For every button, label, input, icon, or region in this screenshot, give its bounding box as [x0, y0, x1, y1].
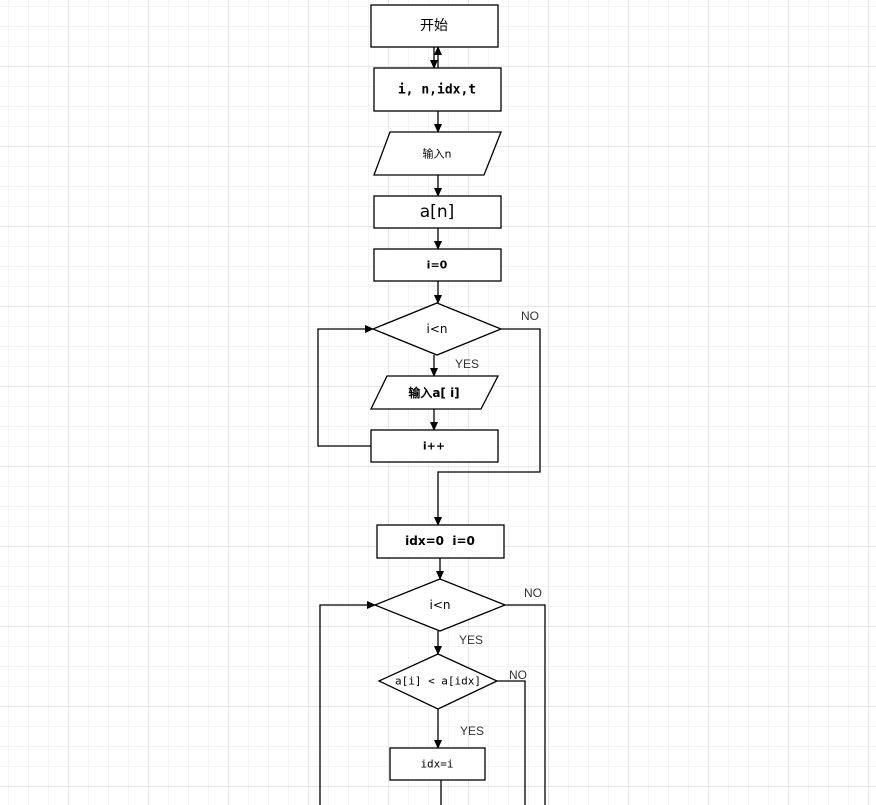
node-input-ai[interactable]: 输入a[ i] — [369, 375, 500, 410]
node-input-n-label: 输入n — [423, 147, 452, 161]
node-init2[interactable]: idx=0 i=0 — [376, 524, 505, 559]
node-cond3-label: a[i] < a[idx] — [395, 675, 481, 688]
edges — [317, 46, 546, 805]
node-init-i[interactable]: i=0 — [373, 248, 502, 282]
node-cond3[interactable]: a[i] < a[idx] — [377, 653, 499, 710]
branch-no-3: NO — [509, 668, 527, 682]
branch-no-2: NO — [524, 586, 542, 600]
branch-labels: NO YES NO YES NO YES — [455, 309, 542, 738]
node-start-label: 开始 — [420, 18, 448, 34]
node-incr-label: i++ — [423, 440, 445, 453]
branch-yes-3: YES — [460, 724, 484, 738]
edge-cond3-no — [497, 680, 526, 805]
node-incr[interactable]: i++ — [370, 429, 499, 463]
node-init2-label: idx=0 i=0 — [405, 534, 475, 548]
edge-cond2-no — [505, 604, 546, 805]
node-declare-label: i, n,idx,t — [398, 83, 476, 98]
node-cond2[interactable]: i<n — [373, 578, 507, 632]
node-declare[interactable]: i, n,idx,t — [373, 67, 502, 112]
branch-yes-2: YES — [459, 633, 483, 647]
branch-no-1: NO — [521, 309, 539, 323]
node-init-i-label: i=0 — [427, 259, 448, 272]
edge-loop2-back — [319, 601, 376, 805]
branch-yes-1: YES — [455, 357, 479, 371]
node-assign-idx[interactable]: idx=i — [389, 747, 486, 781]
node-cond2-label: i<n — [430, 598, 451, 612]
node-start[interactable]: 开始 — [370, 4, 499, 48]
edge-cond1-no — [434, 328, 541, 526]
edge-loop1-back — [317, 325, 374, 447]
node-input-ai-label: 输入a[ i] — [408, 385, 459, 400]
node-input-n[interactable]: 输入n — [373, 131, 502, 176]
node-cond1[interactable]: i<n — [371, 302, 503, 356]
node-cond1-label: i<n — [427, 322, 448, 336]
node-assign-idx-label: idx=i — [420, 758, 453, 771]
node-array-label: a[n] — [420, 202, 454, 222]
node-array[interactable]: a[n] — [373, 195, 502, 229]
